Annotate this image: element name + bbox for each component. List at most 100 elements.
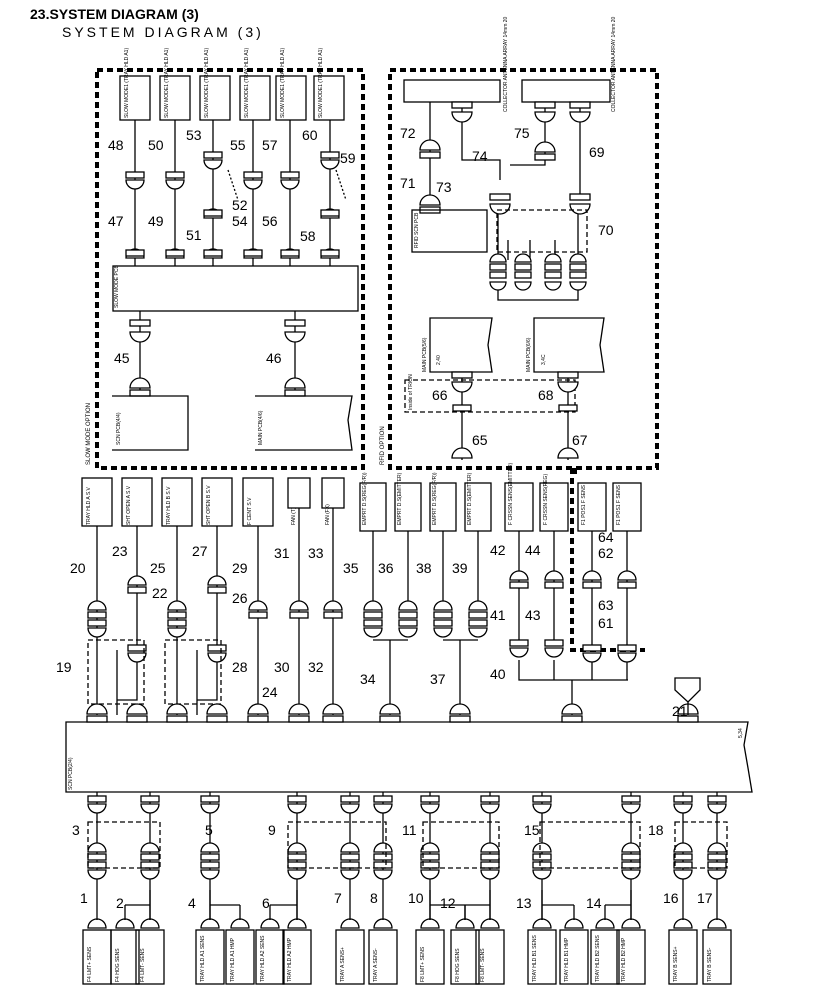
- antenna-array-left: [403, 79, 501, 103]
- callout-number: 25: [150, 560, 166, 576]
- sensor-label: TRAY B SENS-: [707, 947, 713, 982]
- main-pcb-6-label: MAIN PCB(6/6): [526, 337, 532, 372]
- component-label: F CENT S.V: [247, 497, 253, 525]
- callout-number: 63: [598, 597, 614, 613]
- component-label: EMPRT D.S(EMITTER): [467, 472, 473, 525]
- sensor-label: TRAY HLD A2 HMP: [287, 937, 293, 982]
- rfid-option-block: [388, 68, 659, 470]
- component-label: EMPRT D.S(REG(F/R)): [432, 472, 438, 525]
- callout-number: 14: [586, 895, 602, 911]
- callout-number: 61: [598, 615, 614, 631]
- slow-mode-sensor-label: SLOW MODE1 (TRAY HLD A1): [164, 48, 170, 118]
- component-label: TRAY HLD A S.V: [86, 486, 92, 525]
- slow-mode-sensor-label: SLOW MODE1 (TRAY HLD A1): [124, 48, 130, 118]
- callout-number: 11: [402, 822, 417, 838]
- callout-number: 45: [114, 350, 130, 366]
- component-label: EMPRT D.S(REG(F/R)): [362, 472, 368, 525]
- sensor-box: [225, 929, 255, 985]
- sensor-label: TRAY A SENS-: [373, 948, 379, 982]
- callout-number: 53: [186, 127, 202, 143]
- slow-mode-option-label: SLOW MODE OPTION: [86, 403, 92, 465]
- component-label: F CRSSN SENS(EMITTER): [508, 462, 514, 525]
- scn-pcb-2-label: SCN PCB(2/4): [68, 757, 74, 790]
- sensor-label: TRAY HLD B2 HMP: [621, 937, 627, 982]
- callout-number: 52: [232, 197, 248, 213]
- rfid-cable-group: [496, 209, 588, 253]
- callout-number: 51: [186, 227, 202, 243]
- bottom-wiring: [87, 792, 728, 929]
- callout-number: 49: [148, 213, 164, 229]
- callout-number: 27: [192, 543, 208, 559]
- slow-mode-pcb: [112, 265, 359, 312]
- pcb-connector: [322, 703, 344, 715]
- callout-number: 67: [572, 432, 588, 448]
- sensor-box: [415, 929, 445, 985]
- slow-mode-sensor-boxes: [119, 75, 345, 121]
- pcb-connector: [449, 703, 471, 715]
- pcb-connector: [288, 703, 310, 715]
- pin-range: 2,40: [436, 355, 442, 365]
- slow-mode-option-block: [95, 68, 365, 470]
- pcb-connector: [86, 703, 108, 715]
- callout-number: 66: [432, 387, 448, 403]
- pcb-connector: [126, 703, 148, 715]
- sensor-box: [282, 929, 312, 985]
- main-pcb-6: [533, 317, 605, 373]
- slow-mode-sensor-label: SLOW MODE1 (TRAY HLD A1): [318, 48, 324, 118]
- rfid-connectors: [419, 101, 591, 291]
- diagram-subtitle: SYSTEM DIAGRAM (3): [62, 24, 264, 40]
- callout-number: 10: [408, 890, 424, 906]
- scn-pcb-4: [112, 395, 189, 451]
- callout-number: 40: [490, 666, 506, 682]
- callout-number: 17: [697, 890, 713, 906]
- pcb-connector-plate: [126, 715, 148, 723]
- callout-number: 5: [205, 822, 213, 838]
- callout-number: 54: [232, 213, 248, 229]
- sensor-box: [702, 929, 732, 985]
- component-label: SHT OPEN B S.V: [206, 485, 212, 525]
- antenna-label: COLLECTOR ANTENNA ARRAY 14mm 20: [611, 16, 617, 112]
- component-label: F1 POS1 F SENS: [616, 484, 622, 525]
- component-label: FAN (T): [291, 507, 297, 525]
- sensor-label: TRAY HLD A2 SENS: [260, 935, 266, 982]
- sensor-box: [335, 929, 365, 985]
- callout-number: 16: [663, 890, 679, 906]
- pcb-connector-plate: [206, 715, 228, 723]
- callout-number: 12: [440, 895, 456, 911]
- callout-number: 65: [472, 432, 488, 448]
- rfid-option-label: RFID OPTION: [380, 426, 386, 465]
- inside-trion-label: Inside of TRION: [408, 374, 414, 410]
- callout-number: 28: [232, 659, 248, 675]
- callout-number: 26: [232, 590, 248, 606]
- sensor-label: TRAY HLD A1 SENS: [200, 935, 206, 982]
- pcb-connector-plate: [86, 715, 108, 723]
- pcb-connector: [206, 703, 228, 715]
- callout-number: 38: [416, 560, 432, 576]
- pcb-connector-plate: [322, 715, 344, 723]
- callout-number: 7: [334, 890, 342, 906]
- sensor-label: TRAY HLD B2 SENS: [595, 935, 601, 982]
- slow-mode-sensor-label: SLOW MODE1 (TRAY HLD A1): [204, 48, 210, 118]
- callout-number: 69: [589, 144, 605, 160]
- sensor-label: TRAY B SENS+: [673, 946, 679, 982]
- sensor-box: [135, 929, 165, 985]
- sensor-box: [668, 929, 698, 985]
- callout-number: 6: [262, 895, 270, 911]
- callout-number: 18: [648, 822, 664, 838]
- component-label: F CRSSN SENS(REG): [543, 474, 549, 525]
- callout-number: 62: [598, 545, 614, 561]
- callout-number: 43: [525, 607, 541, 623]
- callout-number: 58: [300, 228, 316, 244]
- sensor-box: [616, 929, 646, 985]
- callout-number: 21: [672, 703, 688, 719]
- scn-pcb-2: [65, 721, 753, 793]
- scn-top-connectors: [86, 703, 699, 723]
- component-label: EMPRT D.S(EMITTER): [397, 472, 403, 525]
- slow-mode-sensor-label: SLOW MODE1 (TRAY HLD A1): [280, 48, 286, 118]
- callout-number: 34: [360, 671, 376, 687]
- callout-number: 3: [72, 822, 80, 838]
- callout-number: 57: [262, 137, 278, 153]
- callout-number: 70: [598, 222, 614, 238]
- callout-number: 48: [108, 137, 124, 153]
